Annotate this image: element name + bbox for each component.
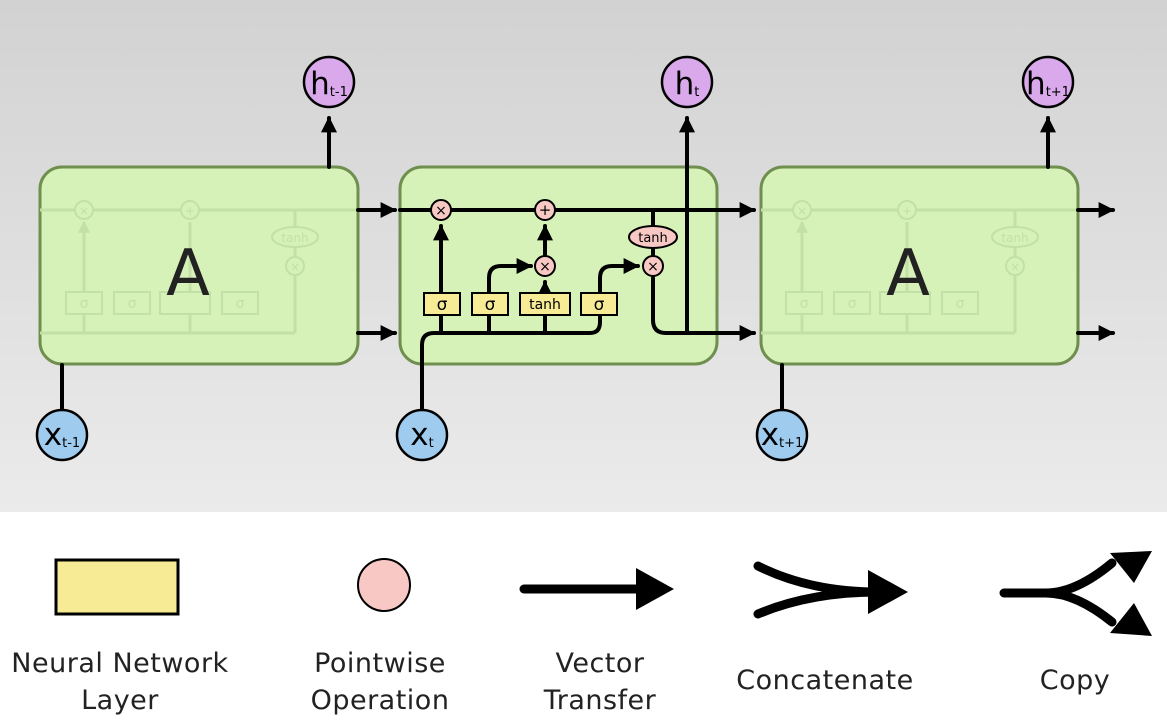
output-node-label: ht-1: [310, 66, 348, 102]
ghost-plus: +: [185, 204, 195, 218]
layer-label: σ: [594, 295, 605, 315]
input-node: [395, 408, 449, 462]
legend-line1: Vector: [555, 648, 645, 679]
output-node: [660, 55, 714, 109]
pointwise-add-icon: [534, 199, 556, 221]
layer-box: [423, 292, 461, 316]
layer-box: [580, 292, 618, 316]
center-ops: × + × × tanh: [430, 199, 678, 277]
neural-network-layer-icon: [54, 558, 180, 616]
op-times-label: ×: [539, 259, 551, 275]
ghost-times: ×: [79, 204, 89, 218]
legend-line1: Neural Network: [11, 648, 229, 679]
legend-line2: Operation: [310, 685, 450, 716]
legend-label-concatenate: Concatenate: [720, 662, 930, 699]
legend-label-pointwise-operation: Pointwise Operation: [290, 645, 470, 719]
legend-label-neural-network-layer: Neural Network Layer: [0, 645, 240, 719]
output-node: [1021, 55, 1075, 109]
ghost-sigma: σ: [848, 296, 857, 312]
output-node-label: ht: [675, 66, 700, 102]
legend-icons: [54, 551, 1152, 636]
ghost-plus: +: [902, 204, 912, 218]
concatenate-icon: [753, 561, 908, 619]
legend-line1: Concatenate: [736, 665, 914, 696]
output-nodes: ht-1 ht ht+1: [302, 55, 1075, 109]
pointwise-multiply-icon: [534, 255, 556, 277]
legend-line2: Layer: [81, 685, 159, 716]
ghost-sigma: σ: [956, 296, 965, 312]
input-node: [755, 408, 809, 462]
output-node: [302, 55, 356, 109]
layer-label: σ: [437, 295, 448, 315]
input-nodes: xt-1 xt xt+1: [35, 408, 809, 462]
cell-left: σ σ σ tanh × + × A: [38, 165, 360, 366]
ghost-sigma: σ: [236, 296, 245, 312]
op-times-label: ×: [435, 203, 447, 219]
legend-line2: Transfer: [543, 685, 657, 716]
layer-box: [471, 292, 509, 316]
input-node-label: xt-1: [44, 417, 80, 453]
ghost-sigma: σ: [80, 296, 89, 312]
vector-transfer-icon: [519, 568, 674, 610]
input-node: [35, 408, 89, 462]
ghost-sigma: σ: [128, 296, 137, 312]
pointwise-tanh-icon: [628, 225, 678, 249]
ghost-tanh: tanh: [1001, 231, 1028, 245]
ghost-sigma: σ: [800, 296, 809, 312]
pointwise-multiply-icon: [642, 255, 664, 277]
op-tanh-label: tanh: [638, 231, 668, 246]
center-layers: σ σ tanh σ: [423, 292, 618, 316]
pointwise-multiply-icon: [430, 199, 452, 221]
ghost-times: ×: [1010, 260, 1020, 274]
ghost-times: ×: [290, 260, 300, 274]
cell-left-label: A: [166, 237, 210, 311]
connections: [60, 116, 1115, 420]
copy-icon: [999, 551, 1152, 636]
layer-box: [519, 292, 571, 316]
input-node-label: xt+1: [761, 417, 804, 453]
layer-label: tanh: [529, 297, 561, 313]
op-times-label: ×: [647, 259, 659, 275]
legend-line1: Copy: [1039, 665, 1111, 696]
input-node-label: xt: [410, 417, 433, 453]
output-node-label: ht+1: [1026, 66, 1070, 102]
op-plus-label: +: [539, 201, 552, 219]
cell-right: σ σ σ tanh × + × A: [759, 165, 1080, 366]
layer-label: σ: [485, 295, 496, 315]
ghost-tanh: tanh: [281, 231, 308, 245]
ghost-times: ×: [797, 204, 807, 218]
legend-label-copy: Copy: [1010, 662, 1140, 699]
pointwise-operation-icon: [357, 558, 411, 612]
cell-right-label: A: [886, 237, 930, 311]
legend-label-vector-transfer: Vector Transfer: [510, 645, 690, 719]
legend-line1: Pointwise: [314, 648, 446, 679]
